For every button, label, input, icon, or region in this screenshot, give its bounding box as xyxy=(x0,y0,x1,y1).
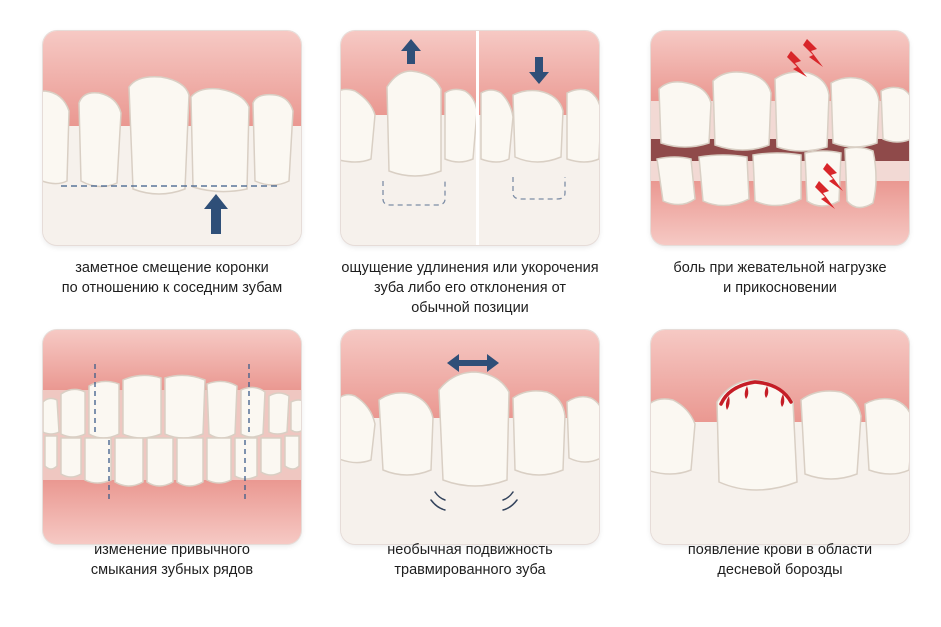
panel-tooth-mobility xyxy=(341,330,599,544)
painful-tooth xyxy=(844,146,877,209)
arrow-up-icon xyxy=(204,194,228,234)
mobile-tooth xyxy=(438,371,510,487)
lightning-icon xyxy=(787,39,843,209)
panel-bite-change xyxy=(43,330,301,544)
caption-tooth-mobility: необычная подвижность травмированного зу… xyxy=(387,542,553,578)
panel-pain-on-load xyxy=(651,31,909,245)
blood-at-gum-line xyxy=(719,380,793,406)
panel-gum-bleeding xyxy=(651,330,909,544)
shortened-tooth xyxy=(512,89,564,163)
caption-crown-displacement: заметное смещение коронки по отношению к… xyxy=(61,260,283,296)
elongated-tooth xyxy=(386,70,442,177)
motion-lines-icon xyxy=(430,491,518,511)
caption-pain-on-load: боль при жевательной нагрузке и прикосно… xyxy=(673,260,887,296)
double-arrow-icon xyxy=(447,354,499,372)
caption-bite-change: изменение привычного смыкания зубных ряд… xyxy=(90,542,254,578)
caption-gum-bleeding: появление крови в области десневой бороз… xyxy=(687,542,873,578)
caption-tooth-position-change: ощущение удлинения или укорочения зуба л… xyxy=(341,260,599,316)
displaced-tooth-crown xyxy=(190,87,250,193)
arrow-up-icon xyxy=(401,39,421,64)
panel-crown-displacement xyxy=(43,31,301,245)
arrow-down-icon xyxy=(529,57,549,84)
panel-tooth-position-change xyxy=(341,31,599,245)
